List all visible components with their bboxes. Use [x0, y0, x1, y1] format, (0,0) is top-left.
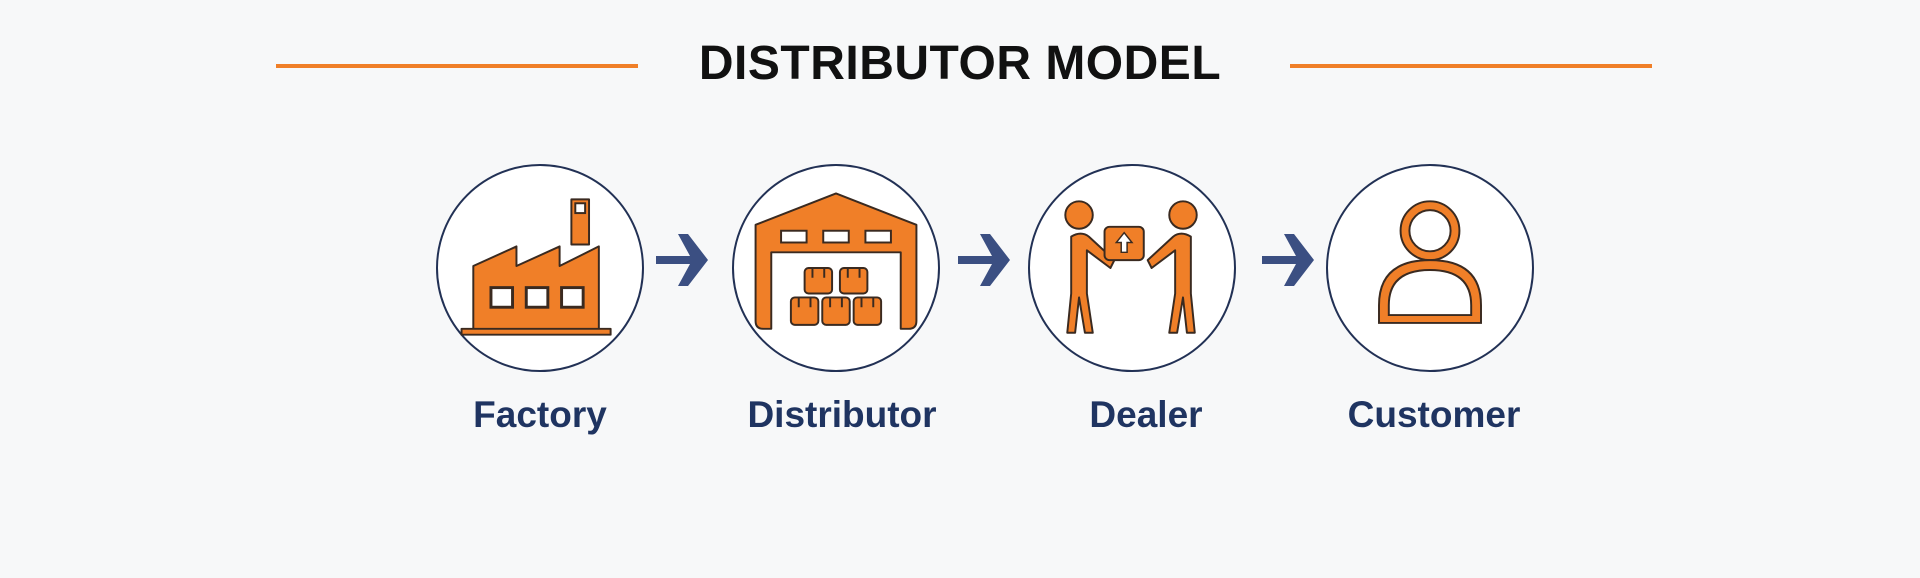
step-label-dealer: Dealer	[1089, 394, 1203, 435]
step-label-customer: Customer	[1347, 394, 1521, 435]
arrow-right-icon	[1258, 228, 1318, 292]
factory-icon	[460, 198, 612, 336]
warehouse-icon	[754, 192, 918, 330]
title-rule-right	[1290, 64, 1652, 68]
step-label-distributor: Distributor	[747, 394, 937, 435]
person-icon	[1378, 200, 1482, 324]
title-rule-left	[276, 64, 638, 68]
handover-icon	[1064, 200, 1198, 334]
step-distributor-node	[732, 164, 940, 372]
step-dealer-node	[1028, 164, 1236, 372]
arrow-right-icon	[652, 228, 712, 292]
step-factory-node	[436, 164, 644, 372]
arrow-right-icon	[954, 228, 1014, 292]
step-customer-node	[1326, 164, 1534, 372]
step-label-factory: Factory	[473, 394, 607, 435]
diagram-title: DISTRIBUTOR MODEL	[698, 37, 1222, 90]
